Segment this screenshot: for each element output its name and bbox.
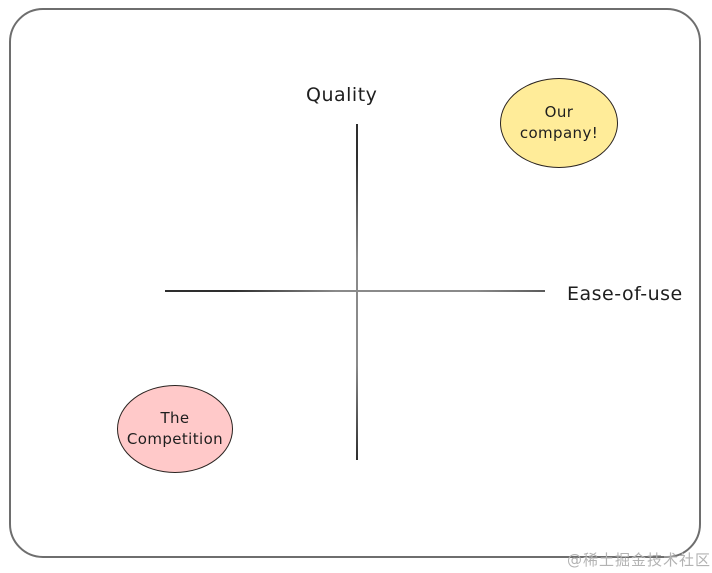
y-axis-label: Quality <box>306 84 378 106</box>
x-axis-label: Ease-of-use <box>567 283 683 305</box>
node-competition-label: The Competition <box>126 409 224 448</box>
x-axis-line <box>165 290 545 292</box>
watermark: @稀土掘金技术社区 <box>566 551 711 569</box>
y-axis-line <box>356 124 358 460</box>
node-competition: The Competition <box>117 385 233 473</box>
node-our-company: Our company! <box>500 78 618 168</box>
frame-border <box>9 8 701 558</box>
node-our-company-label: Our company! <box>519 103 599 142</box>
